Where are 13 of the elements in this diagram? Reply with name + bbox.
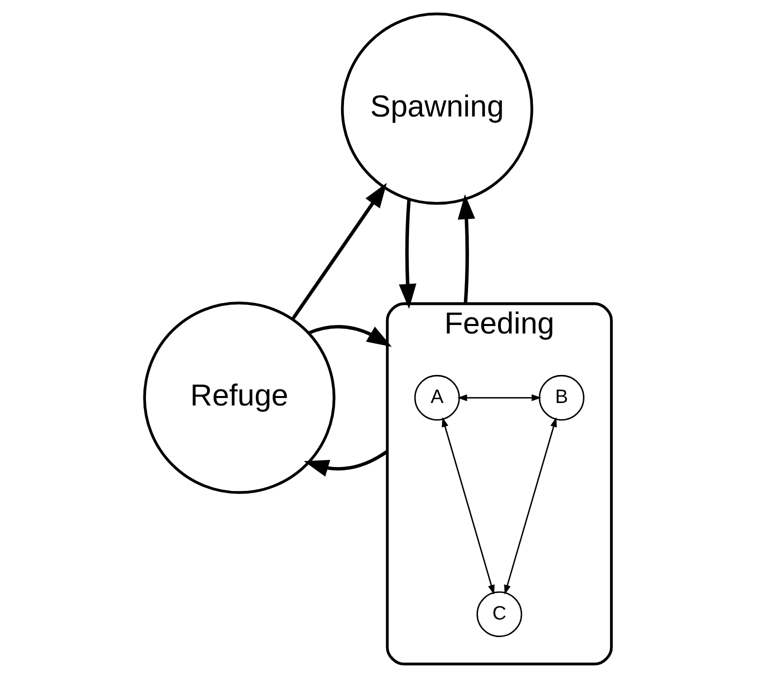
node-circle: C: [476, 591, 522, 638]
arrow: [398, 199, 416, 309]
node-circle: Spawning: [340, 12, 534, 205]
arrow: [308, 325, 392, 347]
arrow: [442, 417, 495, 595]
arrow: [291, 182, 387, 320]
arrow: [457, 394, 542, 402]
arrow: [504, 417, 557, 595]
arrow: [458, 194, 476, 304]
node-circle: A: [414, 374, 460, 421]
node-circle: B: [538, 374, 584, 421]
arrow: [304, 450, 388, 477]
node-circle: Refuge: [143, 302, 336, 494]
